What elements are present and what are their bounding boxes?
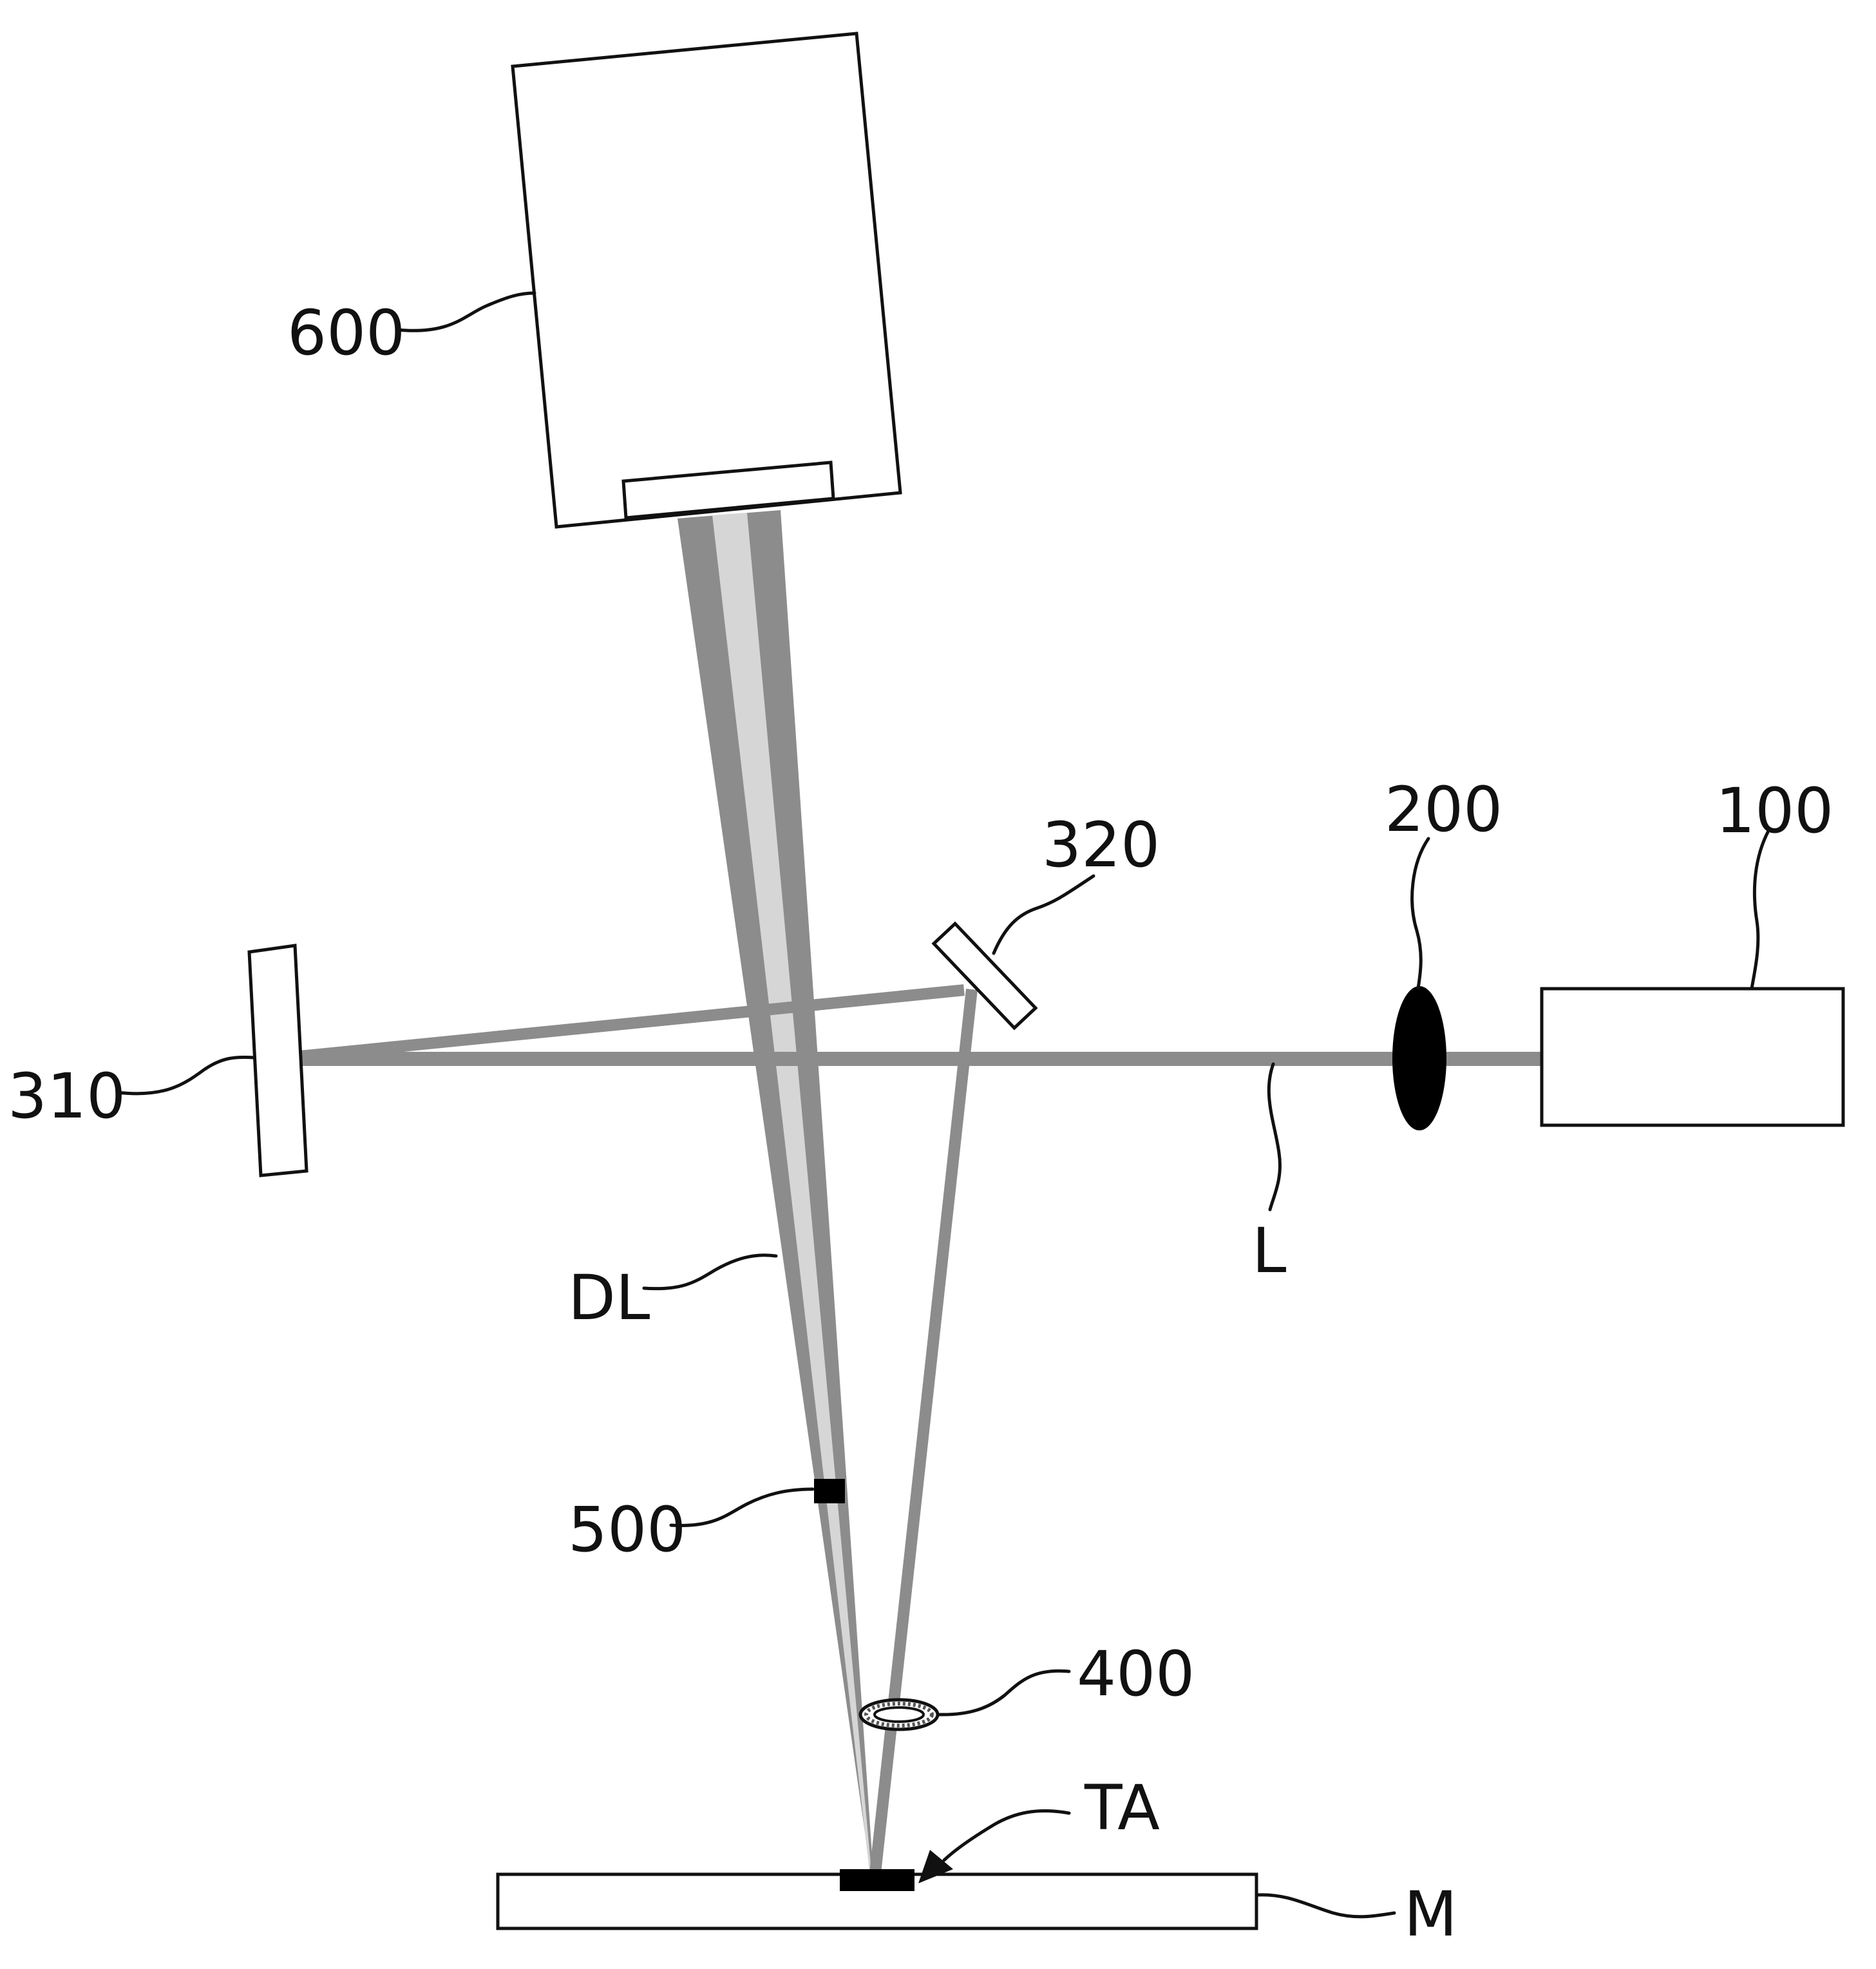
leader-500 — [669, 1487, 815, 1527]
ta-arrowhead — [918, 1850, 953, 1883]
ta-arrow-shaft — [942, 1809, 1071, 1862]
label-310: 310 — [8, 1060, 126, 1132]
leader-400 — [937, 1669, 1071, 1717]
label-l: L — [1252, 1215, 1286, 1287]
label-400: 400 — [1077, 1638, 1195, 1710]
label-200: 200 — [1385, 774, 1502, 846]
laser-source-100 — [1540, 987, 1845, 1127]
element-400 — [858, 1698, 940, 1731]
detector-600 — [511, 32, 902, 529]
label-320: 320 — [1042, 809, 1160, 881]
ring-texture — [864, 1702, 934, 1727]
label-ta: TA — [1084, 1772, 1160, 1844]
diffracted-beam-inner — [712, 513, 871, 1871]
leader-320 — [992, 874, 1095, 955]
detector-body — [511, 32, 902, 529]
leader-m — [1256, 1893, 1396, 1919]
leader-310 — [115, 1055, 256, 1096]
detector-window — [621, 461, 835, 520]
beam-320-to-target — [869, 989, 978, 1879]
ring-inner — [873, 1706, 925, 1723]
leader-lines — [115, 291, 1770, 1919]
diffracted-light-dl — [677, 510, 873, 1873]
leader-l — [1267, 1062, 1282, 1212]
target-area-ta — [840, 1869, 914, 1891]
label-500: 500 — [568, 1494, 686, 1566]
label-600: 600 — [287, 297, 405, 369]
mirror-320 — [931, 921, 1038, 1031]
leader-600 — [395, 291, 536, 332]
label-m: M — [1404, 1878, 1457, 1950]
reference-labels: 600 310 320 200 100 L DL 500 400 TA M — [8, 297, 1833, 1950]
leader-100 — [1750, 829, 1770, 991]
ta-arrow — [918, 1809, 1071, 1883]
lens-200 — [1392, 986, 1446, 1130]
label-100: 100 — [1716, 775, 1833, 847]
beam-310-to-320 — [294, 984, 965, 1063]
leader-dl — [642, 1253, 778, 1291]
leader-200 — [1410, 837, 1430, 990]
diffracted-beam-outer — [677, 510, 873, 1873]
mirror-310 — [247, 944, 308, 1177]
laser-beam-l — [293, 984, 1549, 1879]
label-dl: DL — [568, 1262, 650, 1334]
element-500 — [814, 1479, 845, 1503]
